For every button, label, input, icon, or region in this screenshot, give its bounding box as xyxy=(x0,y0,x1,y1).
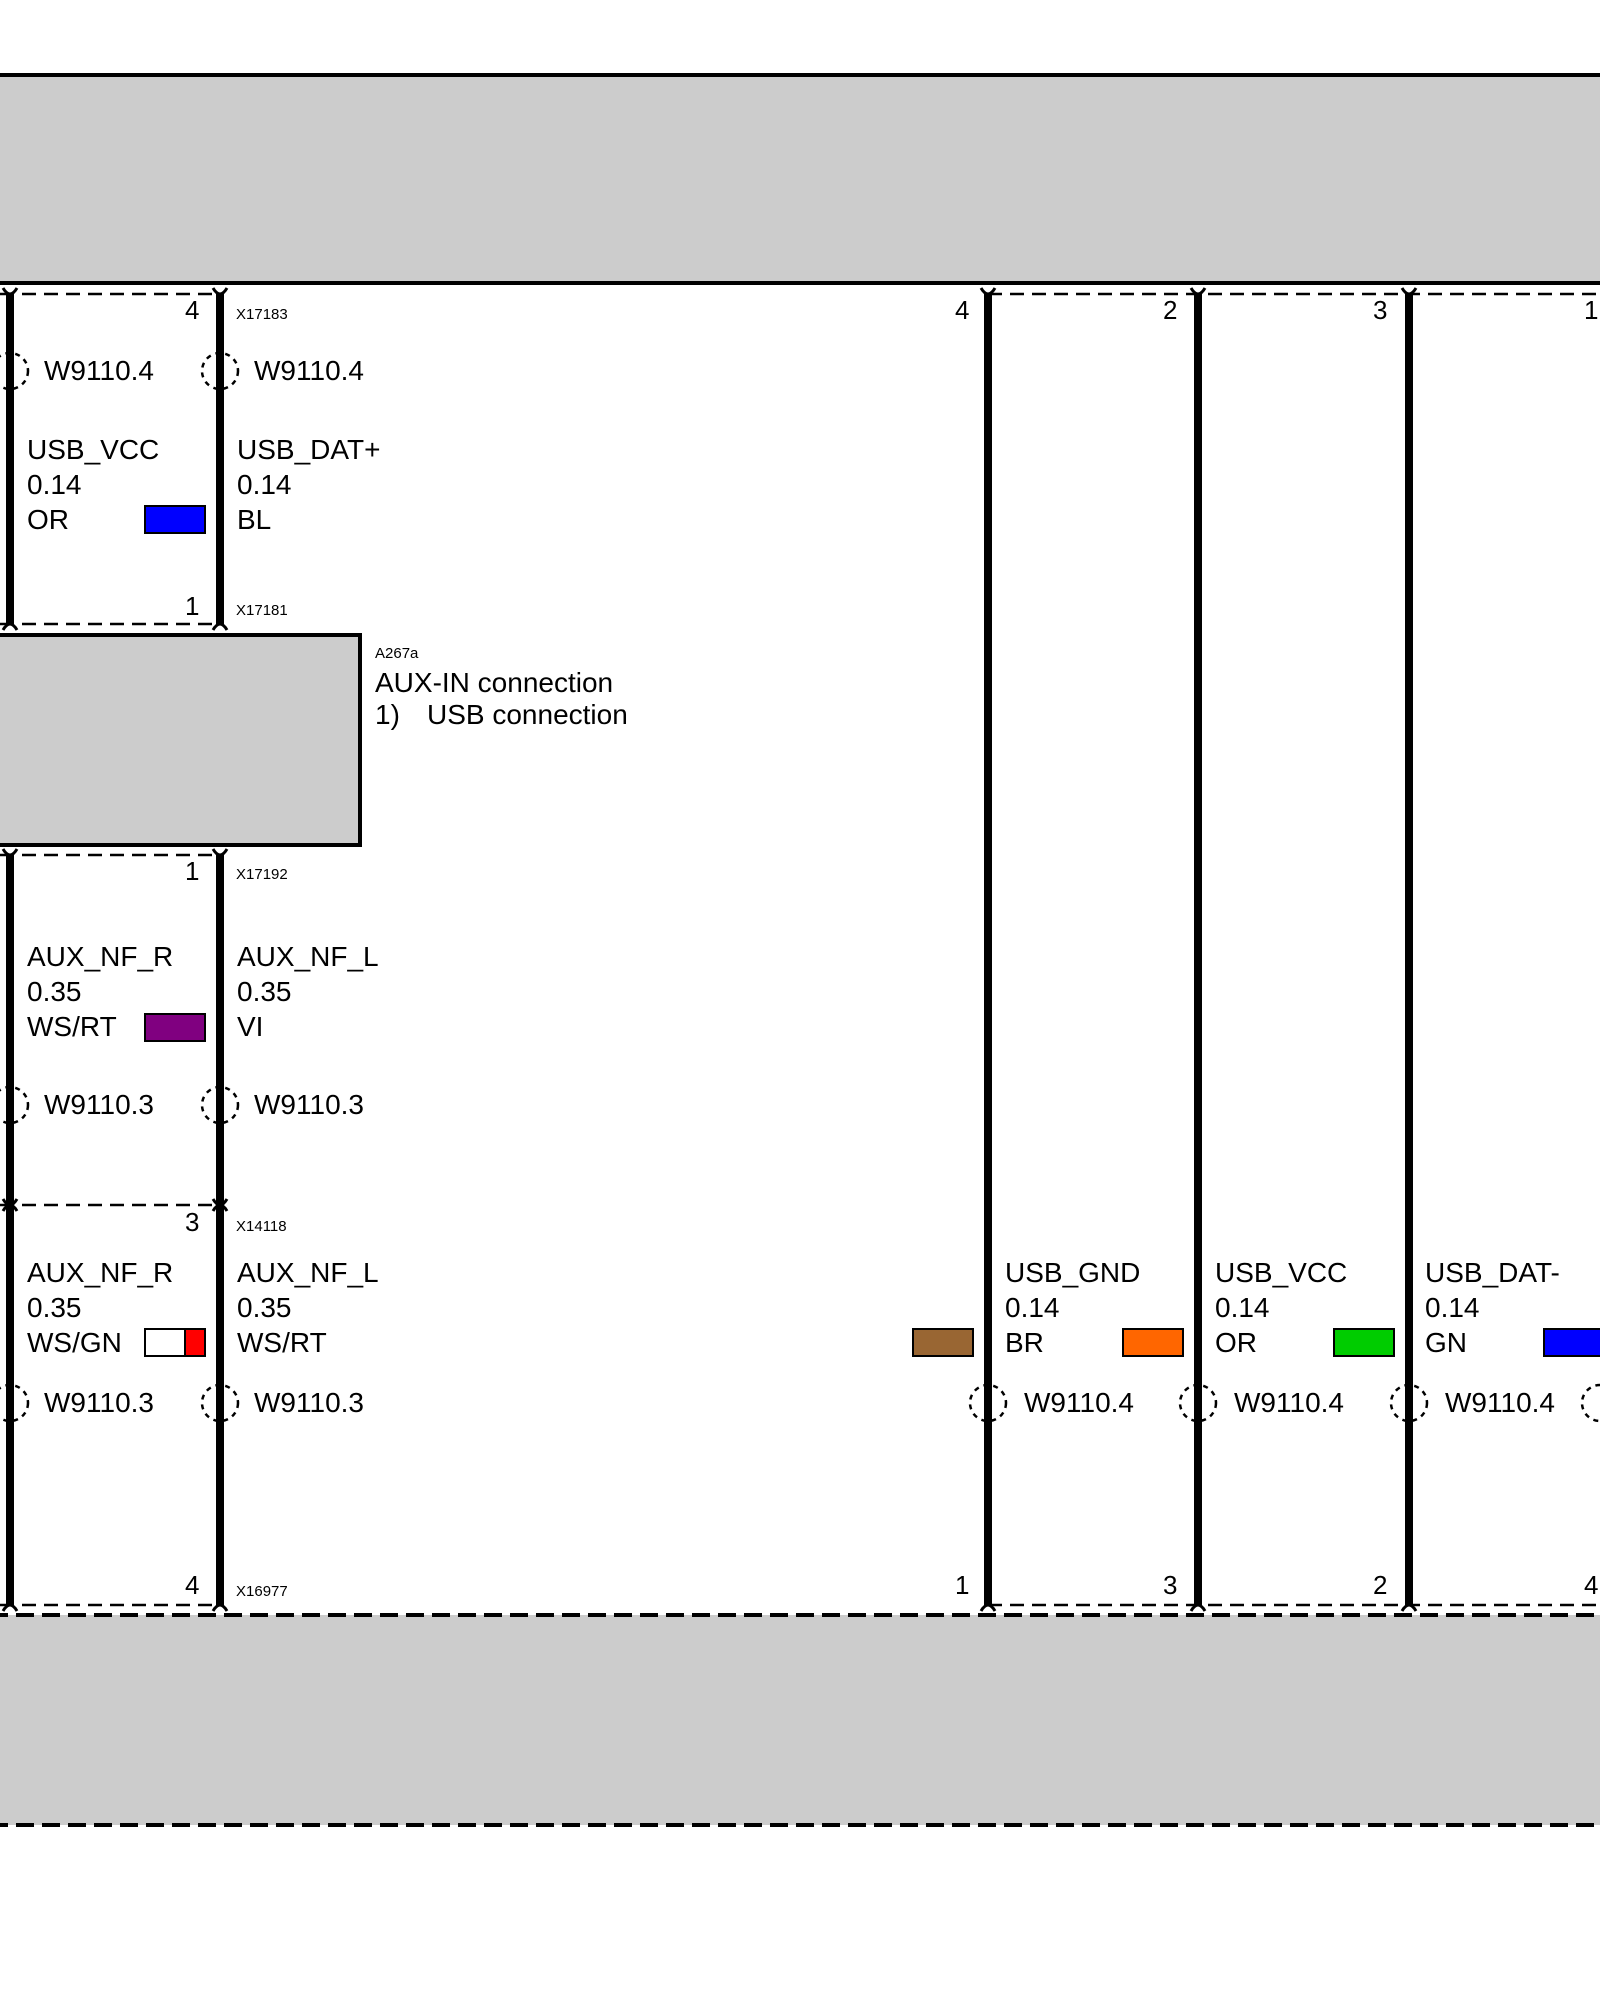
pin-number: 1 xyxy=(185,856,200,886)
wire-color-code: VI xyxy=(237,1011,264,1042)
signal-name: AUX_NF_L xyxy=(237,1257,379,1288)
harness-label: W9110.3 xyxy=(254,1387,364,1418)
cross-section: 0.35 xyxy=(27,1292,82,1323)
swatch-blue xyxy=(144,505,206,534)
pin-number: 2 xyxy=(1373,1570,1388,1600)
harness-label: W9110.4 xyxy=(254,355,364,386)
connector-label-x14118: X14118 xyxy=(236,1218,287,1235)
component-note-text: USB connection xyxy=(427,699,628,730)
signal-name: USB_DAT- xyxy=(1425,1257,1560,1288)
wire-spec-upper-left: USB_VCC 0.14 OR xyxy=(27,432,159,537)
cross-section: 0.14 xyxy=(1005,1292,1060,1323)
lower-control-unit xyxy=(0,1613,1600,1827)
wire-color-code: OR xyxy=(27,504,69,535)
wire-color-swatches xyxy=(144,505,1600,1357)
harness-label: W9110.3 xyxy=(254,1089,364,1120)
component-id: A267a xyxy=(375,645,419,662)
cross-section: 0.35 xyxy=(237,976,292,1007)
wire-color-code: GN xyxy=(1425,1327,1467,1358)
connector-outlines xyxy=(0,292,1600,1607)
wire-color-code: OR xyxy=(1215,1327,1257,1358)
connector-label-x17183: X17183 xyxy=(236,306,288,323)
signal-name: AUX_NF_R xyxy=(27,941,174,972)
harness-label: W9110.3 xyxy=(44,1089,154,1120)
cross-section: 0.14 xyxy=(1425,1292,1480,1323)
component-note-number: 1) xyxy=(375,699,400,730)
wire-color-code: WS/RT xyxy=(27,1011,117,1042)
cross-section: 0.35 xyxy=(237,1292,292,1323)
swatch-brown xyxy=(912,1328,974,1357)
connector-label-x16977: X16977 xyxy=(236,1583,288,1600)
pin-number: 1 xyxy=(1584,295,1599,325)
pin-number: 2 xyxy=(1163,295,1178,325)
pin-number: 4 xyxy=(185,1570,200,1600)
harness-label: W9110.4 xyxy=(1445,1387,1555,1418)
harness-label: W9110.3 xyxy=(44,1387,154,1418)
pin-hooks xyxy=(1,287,1418,1612)
cross-section: 0.35 xyxy=(27,976,82,1007)
harness-markers xyxy=(0,351,1600,1423)
aux-in-module-box xyxy=(0,633,362,847)
pin-number: 4 xyxy=(1584,1570,1599,1600)
wire-color-code: BL xyxy=(237,504,272,535)
wire-spec-low-right: AUX_NF_L 0.35 WS/RT xyxy=(237,1255,379,1360)
pin-number: 4 xyxy=(185,295,200,325)
wires xyxy=(6,294,1413,1605)
pin-number: 3 xyxy=(185,1207,200,1237)
wire-spec-upper-right: USB_DAT+ 0.14 BL xyxy=(237,432,380,537)
pin-number: 1 xyxy=(955,1570,970,1600)
cross-section: 0.14 xyxy=(237,469,292,500)
swatch-violet xyxy=(144,1013,206,1042)
harness-label: W9110.4 xyxy=(1234,1387,1344,1418)
wire-spec-mid-left: AUX_NF_R 0.35 WS/RT xyxy=(27,939,173,1044)
wire-spec-low-left: AUX_NF_R 0.35 WS/GN xyxy=(27,1255,173,1360)
pin-number: 1 xyxy=(185,591,200,621)
signal-name: AUX_NF_L xyxy=(237,941,379,972)
connector-label-x17192: X17192 xyxy=(236,866,288,883)
upper-control-unit xyxy=(0,73,1600,285)
pin-number: 4 xyxy=(955,295,970,325)
pin-number: 3 xyxy=(1373,295,1388,325)
connector-label-x17181: X17181 xyxy=(236,602,288,619)
signal-name: USB_VCC xyxy=(1215,1257,1348,1288)
wire-spec-r2: USB_VCC 0.14 OR xyxy=(1215,1255,1347,1360)
wire-spec-r3: USB_DAT- 0.14 GN xyxy=(1425,1255,1560,1360)
signal-name: USB_GND xyxy=(1005,1257,1141,1288)
swatch-red xyxy=(184,1328,206,1357)
wire-color-code: WS/GN xyxy=(27,1327,122,1358)
component-name: AUX-IN connection xyxy=(375,667,614,698)
wire-color-code: BR xyxy=(1005,1327,1044,1358)
wire-spec-r1: USB_GND 0.14 BR xyxy=(1005,1255,1140,1360)
wire-spec-mid-right: AUX_NF_L 0.35 VI xyxy=(237,939,379,1044)
signal-name: USB_VCC xyxy=(27,434,160,465)
cross-section: 0.14 xyxy=(1215,1292,1270,1323)
wire-color-code: WS/RT xyxy=(237,1327,327,1358)
swatch-blue-right xyxy=(1543,1328,1600,1357)
cross-section: 0.14 xyxy=(27,469,82,500)
harness-label: W9110.4 xyxy=(1024,1387,1134,1418)
signal-name: USB_DAT+ xyxy=(237,434,381,465)
signal-name: AUX_NF_R xyxy=(27,1257,174,1288)
pin-number: 3 xyxy=(1163,1570,1178,1600)
swatch-orange xyxy=(1122,1328,1184,1357)
swatch-green xyxy=(1333,1328,1395,1357)
harness-label: W9110.4 xyxy=(44,355,154,386)
